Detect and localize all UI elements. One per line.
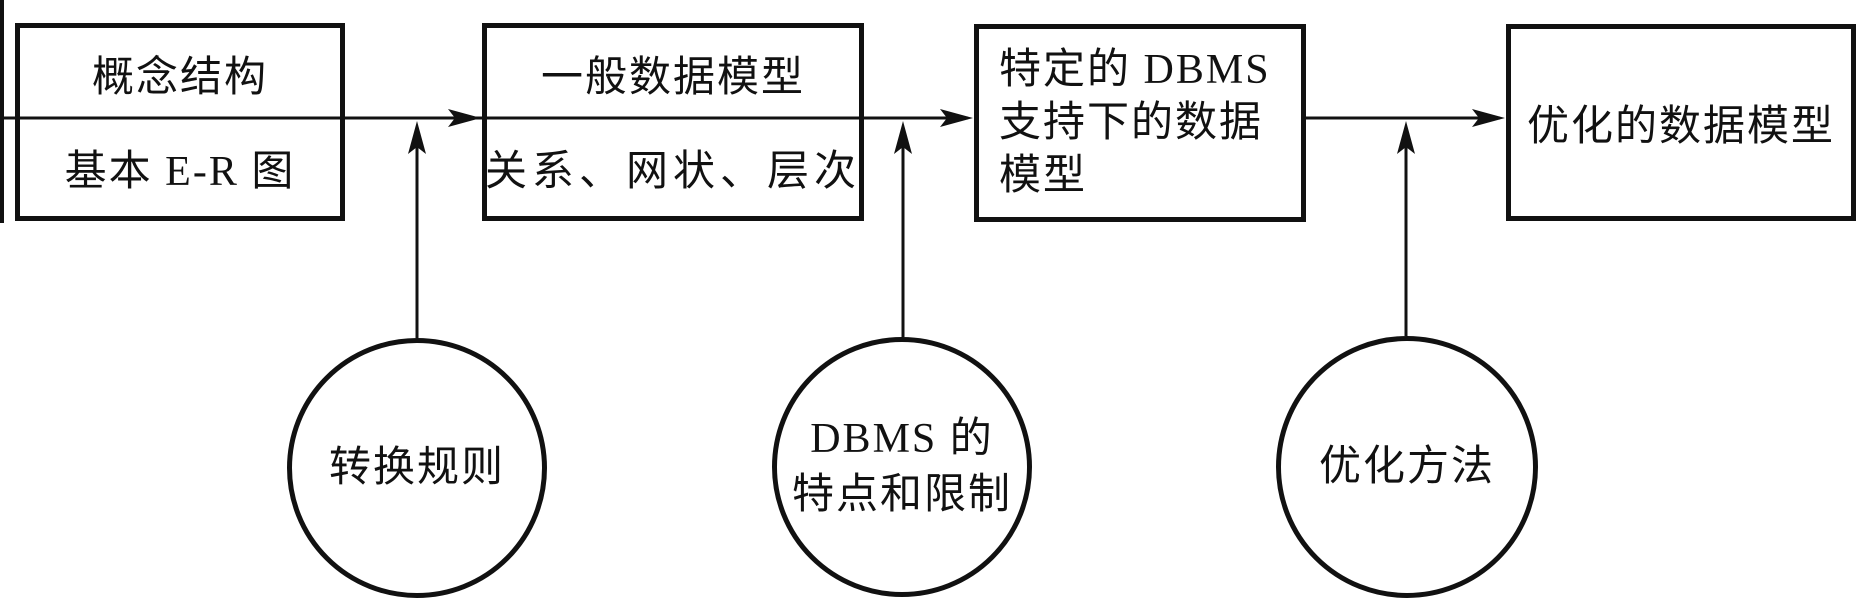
flow-box-dbms-specific-model: 特定的 DBMS 支持下的数据 模型 — [974, 24, 1306, 222]
circle-label-dbms-constraints-line1: DBMS 的 — [810, 416, 994, 462]
circle-label-optimization-methods: 优化方法 — [1318, 444, 1495, 490]
arrowhead-dbms-constraints — [894, 121, 912, 154]
flow-box-optimized-data-model: 优化的数据模型 — [1506, 24, 1856, 221]
box-label-dbms-specific-line1: 特定的 DBMS — [999, 46, 1271, 93]
box-label-basic-er-diagram: 基本 E-R 图 — [64, 148, 296, 195]
box-label-dbms-specific-line3: 模型 — [999, 152, 1088, 199]
flow-box-general-data-model: 一般数据模型 关系、网状、层次 — [482, 23, 864, 221]
box-label-model-types: 关系、网状、层次 — [485, 148, 862, 195]
circle-label-dbms-constraints-line2: 特点和限制 — [791, 472, 1012, 518]
box-label-conceptual-structure: 概念结构 — [91, 54, 268, 101]
arrowhead-into-box4 — [1472, 109, 1505, 127]
arrowhead-into-box3 — [940, 109, 973, 127]
arrowhead-into-box2 — [448, 109, 481, 127]
arrowhead-optimization-methods — [1397, 121, 1415, 154]
box-label-dbms-specific-line2: 支持下的数据 — [999, 99, 1264, 146]
arrowhead-conversion-rules — [408, 121, 426, 154]
circle-label-conversion-rules: 转换规则 — [328, 445, 505, 491]
circle-optimization-methods: 优化方法 — [1276, 336, 1538, 598]
box-label-optimized-data-model: 优化的数据模型 — [1526, 104, 1835, 150]
flow-box-conceptual-structure: 概念结构 基本 E-R 图 — [15, 23, 345, 221]
circle-dbms-constraints: DBMS 的 特点和限制 — [772, 337, 1032, 597]
box-label-general-data-model: 一般数据模型 — [540, 54, 805, 101]
page-edge-artifact — [0, 0, 4, 223]
circle-conversion-rules: 转换规则 — [287, 338, 547, 598]
